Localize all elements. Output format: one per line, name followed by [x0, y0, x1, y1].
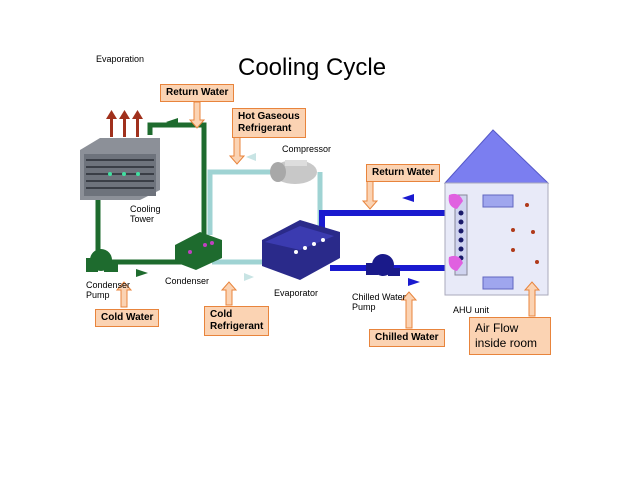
chilled-supply-flow-arrow	[408, 278, 420, 286]
cooling-tower-label: Cooling Tower	[130, 204, 161, 224]
evaporator	[262, 220, 340, 280]
cold-refrigerant-callout: Cold Refrigerant	[204, 306, 270, 336]
chilled-return-flow-arrow	[402, 194, 414, 202]
diagram-title: Cooling Cycle	[238, 54, 387, 81]
hot-refrigerant-flow-arrow	[246, 153, 256, 161]
chilled-water-pump	[366, 254, 400, 276]
return-water-flow-arrow	[166, 118, 178, 126]
chilled-water-callout: Chilled Water	[369, 329, 445, 347]
ahu-unit-label: AHU unit	[453, 305, 490, 315]
evaporator-label: Evaporator	[274, 288, 319, 298]
cooling-tower	[80, 138, 160, 200]
condenser-pump-label: Condenser Pump	[86, 280, 131, 300]
hot-gaseous-refrigerant-callout: Hot Gaseous Refrigerant	[232, 108, 306, 138]
evaporation-label: Evaporation	[96, 54, 145, 64]
condenser	[175, 232, 222, 270]
cold-refrigerant-flow-arrow	[244, 273, 254, 281]
return-water-right-callout: Return Water	[366, 164, 441, 182]
compressor	[270, 160, 317, 184]
ahu-building	[443, 129, 550, 296]
cold-water-flow-arrow	[136, 269, 148, 277]
compressor-label: Compressor	[282, 144, 332, 154]
air-flow-callout: Air Flow inside room	[469, 317, 551, 355]
condenser-label: Condenser	[165, 276, 210, 286]
callout-arrows	[115, 101, 541, 329]
evaporation-arrows	[106, 110, 143, 137]
chilled-water-pump-label: Chilled Water Pump	[352, 292, 406, 312]
return-water-top-callout: Return Water	[160, 84, 235, 102]
cold-water-callout: Cold Water	[95, 309, 160, 327]
condenser-pump	[86, 249, 118, 272]
